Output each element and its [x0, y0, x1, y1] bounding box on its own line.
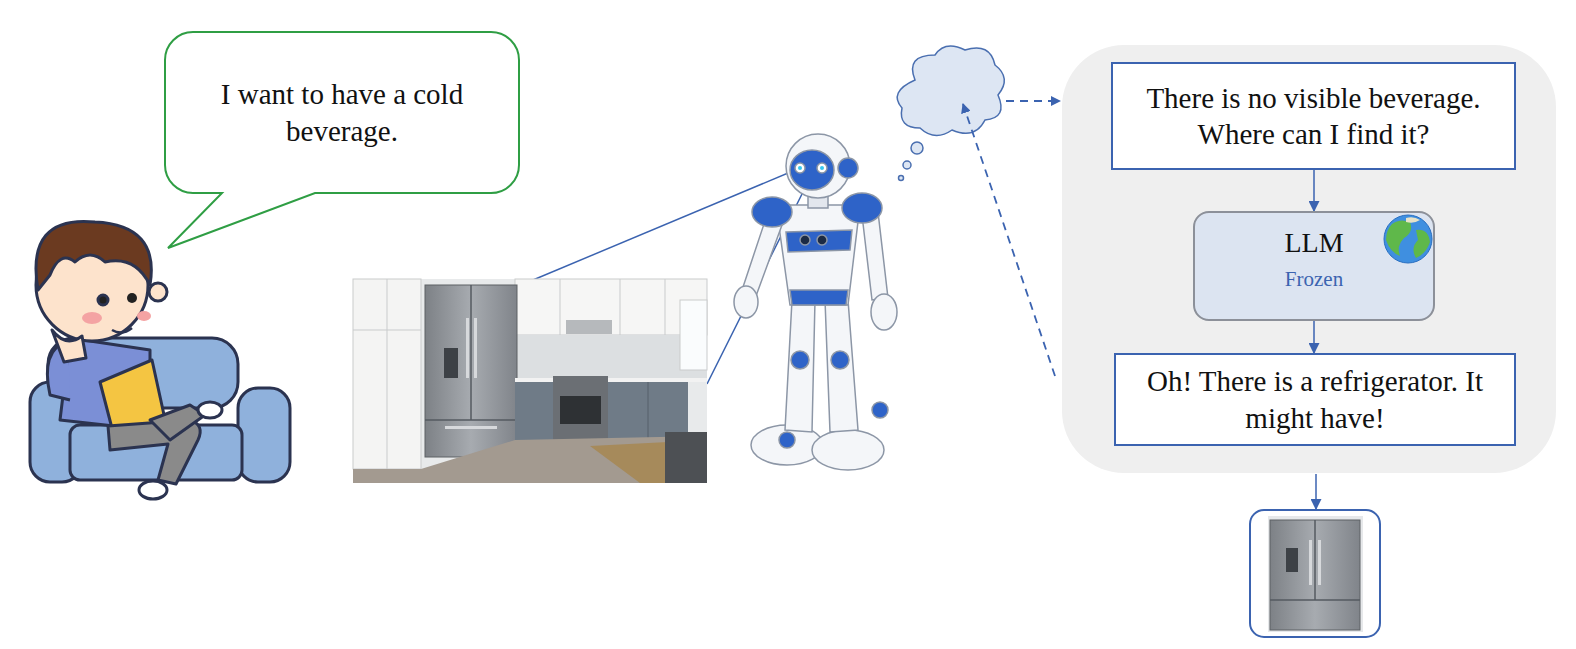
boy-on-sofa [30, 221, 290, 499]
kitchen-photo [353, 279, 707, 483]
bubble-outline [165, 32, 519, 193]
robot [734, 134, 897, 470]
flow-arrow [1313, 170, 1315, 211]
answer-box: Oh! There is a refrigerator. It might ha… [1114, 353, 1516, 446]
text-group: LLM Frozen [1284, 225, 1343, 292]
thought-cloud [897, 46, 1004, 181]
node-label: I want to have a cold beverage. [183, 76, 501, 149]
bubble-shape [165, 32, 519, 248]
node-label: Oh! There is a refrigerator. It might ha… [1124, 363, 1506, 436]
text-group: I want to have a cold beverage. [183, 76, 501, 149]
text-group: Oh! There is a refrigerator. It might ha… [1124, 363, 1506, 436]
result-arrow [1315, 474, 1317, 509]
node-sublabel: Frozen [1285, 266, 1343, 292]
text-group: There is no visible beverage. Where can … [1121, 80, 1506, 153]
speech-bubble: I want to have a cold beverage. [165, 32, 519, 193]
llm-box: LLM Frozen [1193, 211, 1435, 321]
reasoning-panel [1062, 45, 1556, 473]
node-label: There is no visible beverage. Where can … [1121, 80, 1506, 153]
node-label: LLM [1284, 225, 1343, 260]
fridge-thumbnail [1250, 510, 1380, 637]
flow-arrow [1313, 321, 1315, 353]
thought-box: There is no visible beverage. Where can … [1111, 62, 1516, 170]
dashed-arrows [963, 101, 1060, 376]
